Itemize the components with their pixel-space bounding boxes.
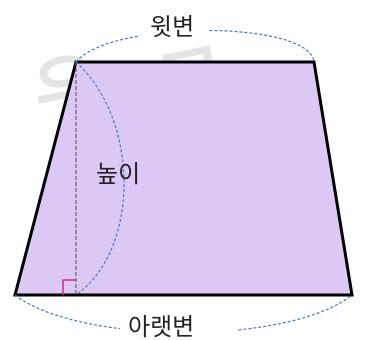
trapezoid-shape — [13, 60, 354, 297]
top-base-label: 윗변 — [150, 13, 194, 41]
top-label-bg — [140, 10, 208, 40]
bottom-label-bg — [120, 310, 238, 340]
right-angle-mark — [62, 279, 76, 295]
bottom-base-label: 아랫변 — [128, 313, 194, 340]
height-label: 높이 — [96, 160, 140, 188]
